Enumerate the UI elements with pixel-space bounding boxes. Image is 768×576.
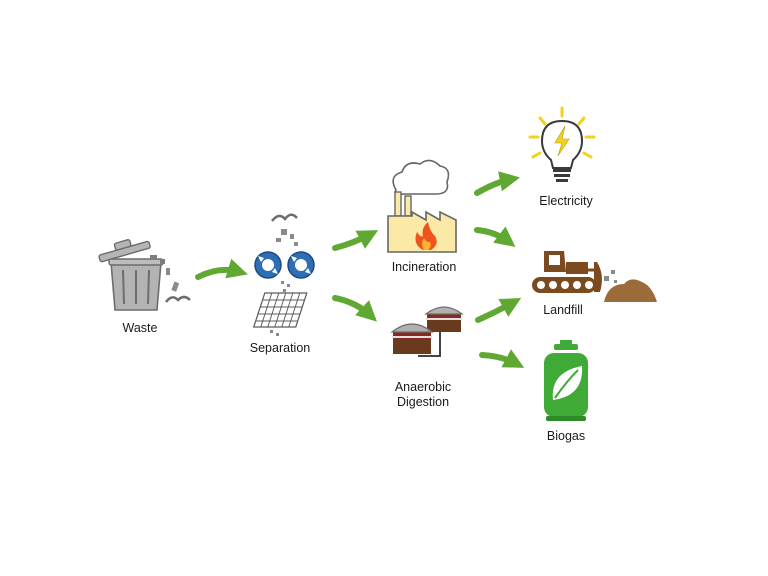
digester-tanks-icon <box>390 306 464 357</box>
separation-label: Separation <box>250 341 311 355</box>
bulldozer-icon <box>532 251 657 302</box>
arrow-incineration-to-landfill <box>474 226 516 247</box>
arrow-waste-to-separation <box>195 258 248 280</box>
arrow-incineration-to-electricity <box>474 171 521 196</box>
incineration-label: Incineration <box>392 260 457 274</box>
arrow-separation-to-anaerobic-digestion <box>332 295 377 322</box>
biogas-label: Biogas <box>547 429 585 443</box>
arrow-anaerobic-digestion-to-landfill <box>475 298 522 323</box>
gas-cylinder-icon <box>544 340 588 421</box>
anaerobic-digestion-label-line2: Digestion <box>397 395 449 409</box>
trash-can-icon <box>98 239 191 311</box>
light-bulb-icon <box>528 106 596 182</box>
sorting-machine-icon <box>252 213 315 336</box>
landfill-label: Landfill <box>543 303 583 317</box>
arrow-separation-to-incineration <box>332 230 379 251</box>
electricity-label: Electricity <box>539 194 593 208</box>
flow-arrows <box>195 171 525 368</box>
incinerator-factory-icon <box>387 159 457 253</box>
anaerobic-digestion-label-line1: Anaerobic <box>395 380 451 394</box>
arrow-anaerobic-digestion-to-biogas <box>479 349 525 368</box>
waste-label: Waste <box>123 321 158 335</box>
